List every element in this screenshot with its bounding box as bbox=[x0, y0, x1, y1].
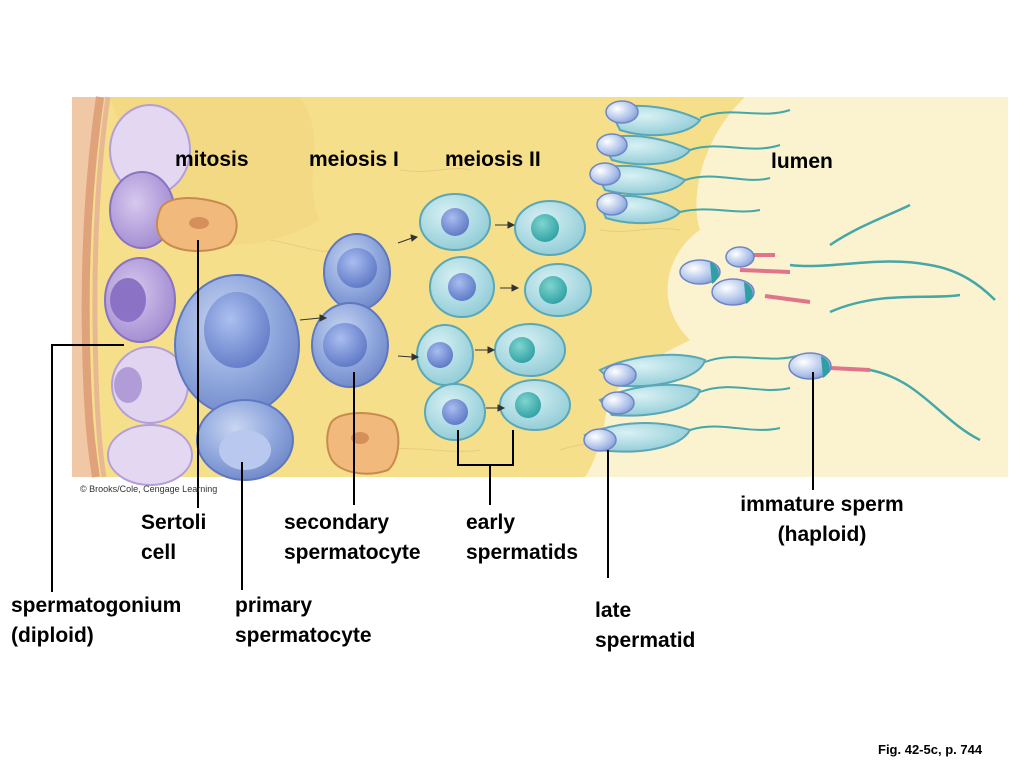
spermatogonium-leader bbox=[51, 344, 124, 592]
label-immature-line1: immature sperm bbox=[740, 493, 904, 516]
progression-arrows bbox=[299, 221, 520, 412]
copyright-notice: © Brooks/Cole, Cengage Learning bbox=[80, 484, 218, 494]
label-late-spermatid: late spermatid bbox=[595, 596, 695, 656]
leader-lines bbox=[51, 240, 814, 592]
label-secondary-spermatocyte: secondary spermatocyte bbox=[284, 508, 421, 568]
early-spermatids-leader bbox=[457, 430, 514, 505]
stage-label-meiosis-1: meiosis I bbox=[309, 148, 399, 171]
label-secondary-line2: spermatocyte bbox=[284, 541, 421, 564]
label-secondary-line1: secondary bbox=[284, 511, 390, 534]
immature-sperm-cells bbox=[679, 203, 996, 442]
label-early-line1: early bbox=[466, 511, 516, 534]
label-primary-line2: spermatocyte bbox=[235, 624, 372, 647]
label-spermatogonium-line2: (diploid) bbox=[11, 624, 94, 647]
label-primary-line1: primary bbox=[235, 594, 313, 617]
label-spermatogonium-line1: spermatogonium bbox=[11, 594, 182, 617]
primary-spermatocyte-cells bbox=[174, 274, 300, 481]
stage-label-meiosis-2: meiosis II bbox=[445, 148, 541, 171]
meiosis-two-cells bbox=[416, 193, 495, 441]
secondary-spermatocyte-cells bbox=[311, 233, 391, 388]
early-spermatid-cells bbox=[494, 200, 592, 431]
stage-label-mitosis: mitosis bbox=[175, 148, 249, 171]
label-sertoli-cell: Sertoli cell bbox=[141, 508, 206, 568]
late-spermatid-cells bbox=[583, 100, 801, 453]
stage-label-lumen: lumen bbox=[771, 150, 833, 173]
label-primary-spermatocyte: primary spermatocyte bbox=[235, 591, 372, 651]
label-immature-line2: (haploid) bbox=[777, 523, 867, 546]
spermatogonium-cells bbox=[104, 104, 193, 486]
label-late-line2: spermatid bbox=[595, 629, 696, 652]
figure-reference: Fig. 42-5c, p. 744 bbox=[878, 742, 983, 757]
label-immature-sperm: immature sperm (haploid) bbox=[722, 490, 922, 550]
label-spermatogonium: spermatogonium (diploid) bbox=[11, 591, 181, 651]
label-sertoli-line2: cell bbox=[141, 541, 177, 564]
label-late-line1: late bbox=[595, 599, 632, 622]
sertoli-cells bbox=[156, 197, 400, 475]
label-early-line2: spermatids bbox=[466, 541, 579, 564]
label-early-spermatids: early spermatids bbox=[466, 508, 578, 568]
label-sertoli-line1: Sertoli bbox=[141, 511, 207, 534]
